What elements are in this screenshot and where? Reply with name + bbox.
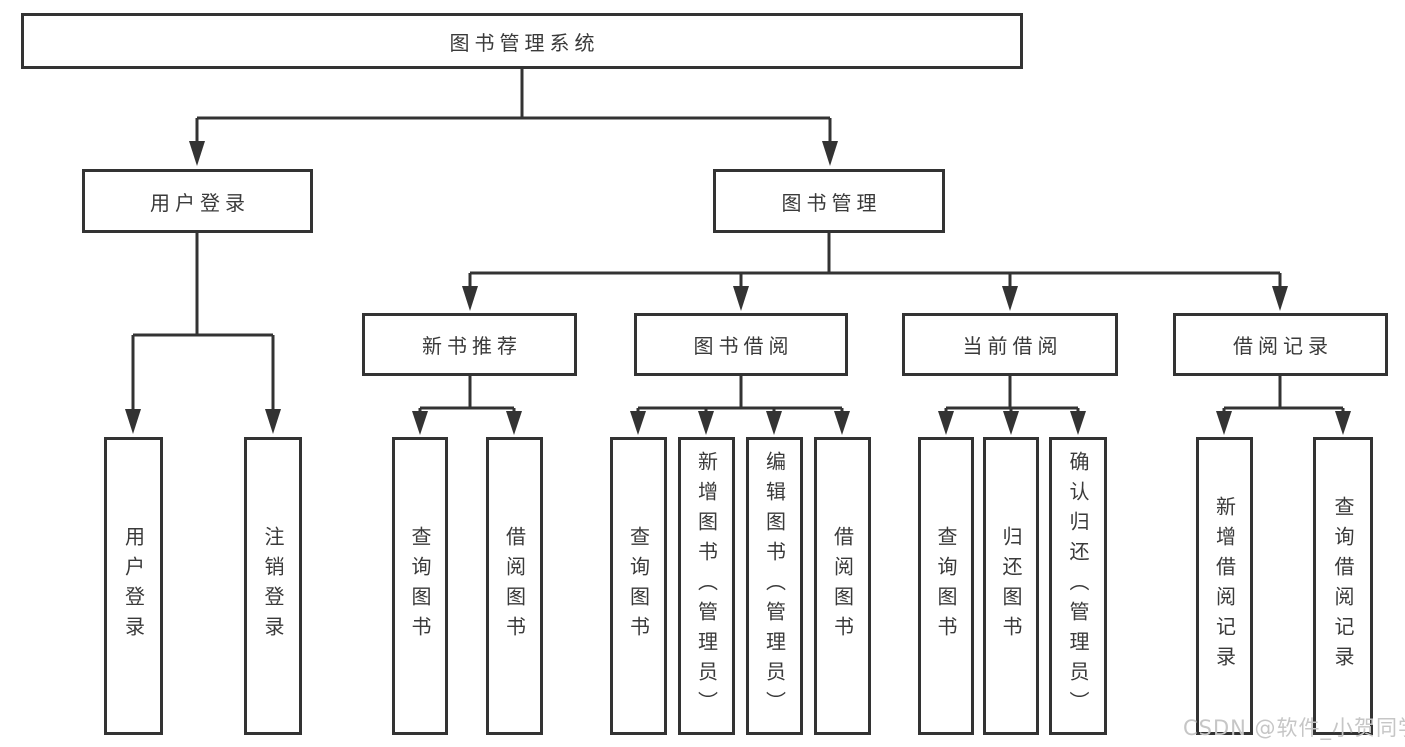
leaf-label: 新增借阅记录 xyxy=(1212,496,1237,676)
leaf-label: 新增图书（管理员） xyxy=(694,451,719,721)
leaf-label: 注销登录 xyxy=(261,526,285,646)
leaf-label: 查询图书 xyxy=(626,526,651,646)
leaf-add-borrow-record: 新增借阅记录 xyxy=(1196,437,1253,735)
node-current-borrow: 当前借阅 xyxy=(902,313,1118,376)
leaf-label: 查询借阅记录 xyxy=(1331,496,1355,676)
node-user-login: 用户登录 xyxy=(82,169,313,233)
node-borrow-records: 借阅记录 xyxy=(1173,313,1388,376)
node-label: 新书推荐 xyxy=(422,334,522,358)
leaf-label: 归还图书 xyxy=(999,526,1023,646)
node-label: 用户登录 xyxy=(150,190,250,215)
leaf-label: 编辑图书（管理员） xyxy=(762,451,787,721)
node-book-management: 图书管理 xyxy=(713,169,945,233)
node-new-book-recommend: 新书推荐 xyxy=(362,313,577,376)
leaf-label: 借阅图书 xyxy=(830,526,855,646)
leaf-query-books-recommend: 查询图书 xyxy=(392,437,448,735)
node-book-borrow: 图书借阅 xyxy=(634,313,848,376)
leaf-borrow-books-recommend: 借阅图书 xyxy=(486,437,543,735)
leaf-label: 查询图书 xyxy=(934,526,958,646)
node-label: 图书管理 xyxy=(781,190,882,215)
leaf-query-books-borrow: 查询图书 xyxy=(610,437,667,735)
leaf-edit-book-admin: 编辑图书（管理员） xyxy=(746,437,803,735)
leaf-logout: 注销登录 xyxy=(244,437,302,735)
leaf-borrow-books-borrow: 借阅图书 xyxy=(814,437,871,735)
watermark-text: CSDN @软件_小贺同学 xyxy=(1183,716,1405,740)
leaf-label: 查询图书 xyxy=(408,526,432,646)
node-label: 当前借阅 xyxy=(962,334,1063,358)
leaf-label: 用户登录 xyxy=(121,526,146,646)
node-label: 图书借阅 xyxy=(693,334,794,358)
leaf-return-book: 归还图书 xyxy=(983,437,1039,735)
leaf-query-books-current: 查询图书 xyxy=(918,437,974,735)
leaf-query-borrow-record: 查询借阅记录 xyxy=(1313,437,1373,735)
leaf-user-login: 用户登录 xyxy=(104,437,163,735)
node-label: 借阅记录 xyxy=(1233,334,1333,358)
leaf-label: 借阅图书 xyxy=(502,526,527,646)
node-library-system: 图书管理系统 xyxy=(21,13,1023,69)
node-label: 图书管理系统 xyxy=(449,30,600,55)
leaf-confirm-return-admin: 确认归还（管理员） xyxy=(1049,437,1107,735)
leaf-add-book-admin: 新增图书（管理员） xyxy=(678,437,735,735)
leaf-label: 确认归还（管理员） xyxy=(1066,451,1090,721)
